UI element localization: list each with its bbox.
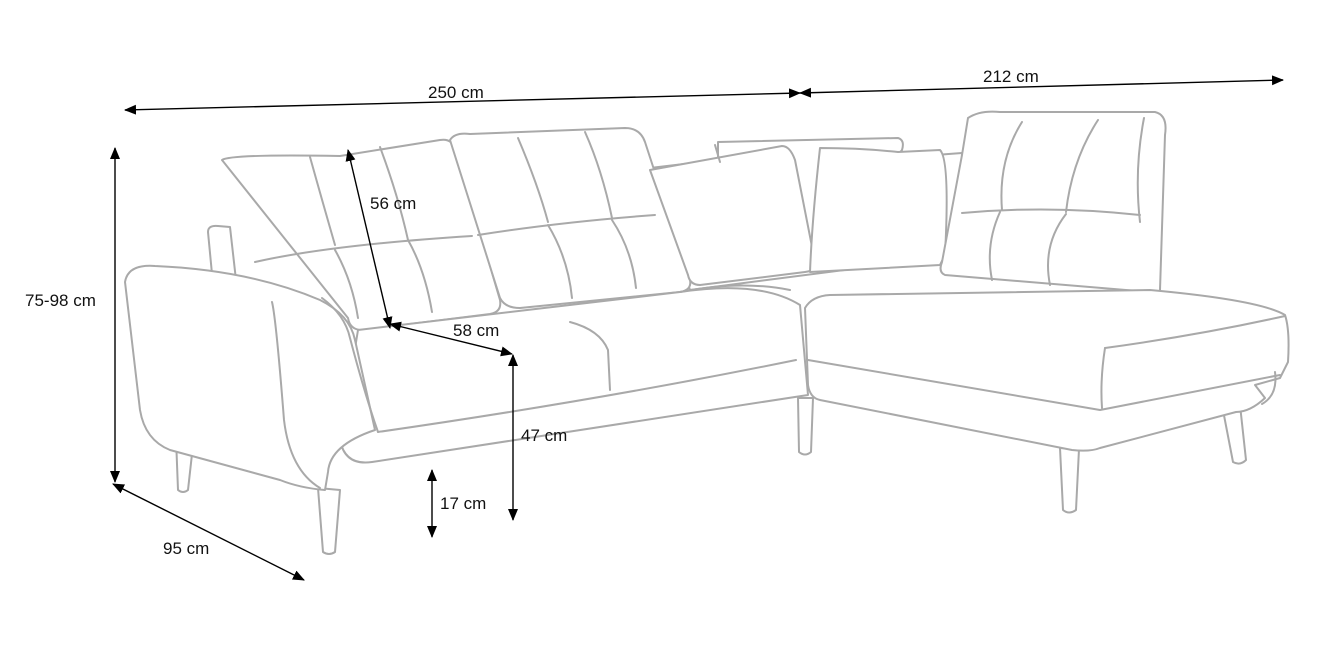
chaise-length-label: 212 cm	[983, 67, 1039, 86]
depth-95-arrow	[112, 483, 305, 581]
backrest-56-arrow	[345, 149, 393, 329]
leg-height-label: 17 cm	[440, 494, 487, 513]
height-label: 75-98 cm	[25, 291, 96, 310]
dimension-lines	[110, 75, 1284, 581]
chaise-212-arrow	[799, 75, 1284, 98]
width-label: 250 cm	[428, 83, 484, 102]
seat-depth-label: 58 cm	[453, 321, 500, 340]
seat-height-label: 47 cm	[521, 426, 568, 445]
width-250-arrow	[124, 88, 801, 115]
sofa-leg	[1059, 447, 1080, 514]
backrest-height-label: 56 cm	[370, 194, 417, 213]
depth-label: 95 cm	[163, 539, 210, 558]
sofa-leg	[317, 487, 341, 555]
seat-depth-58-arrow	[389, 321, 513, 357]
sofa-leg	[797, 397, 814, 456]
sofa-leg	[1221, 404, 1247, 465]
sofa-drawing	[124, 110, 1290, 555]
